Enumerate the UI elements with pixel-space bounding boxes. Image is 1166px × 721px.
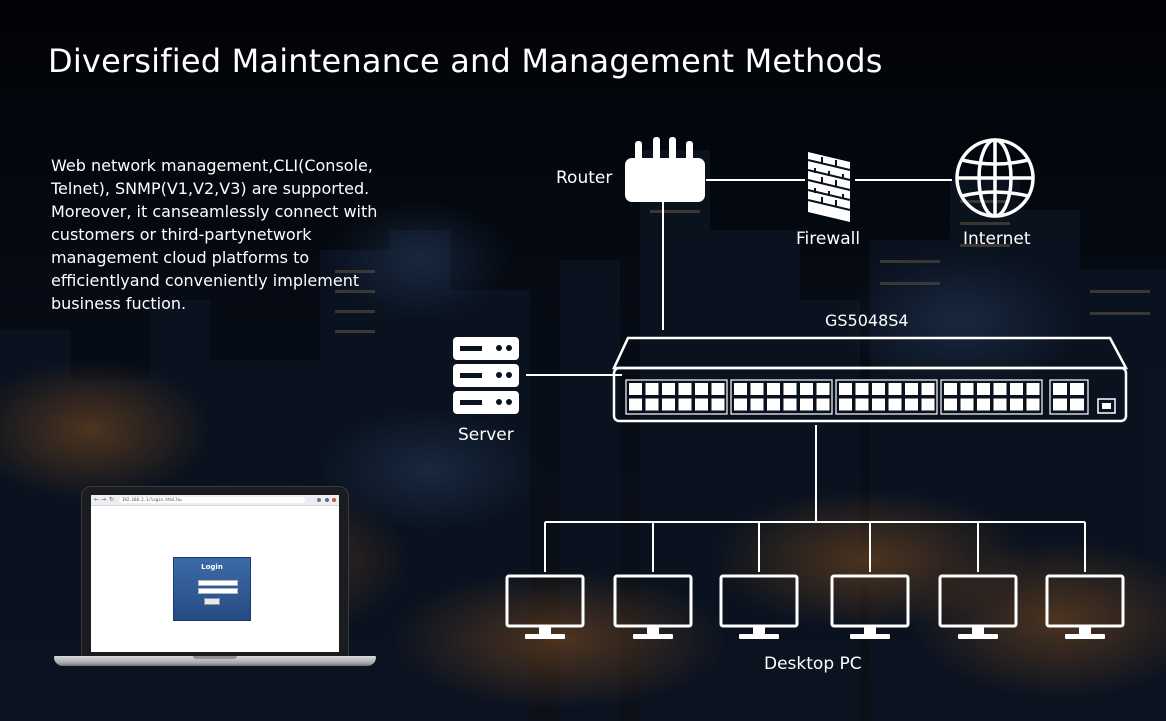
laptop-screen: ← → ↻ 192.168.2.1/login.html?a= Login [91, 495, 339, 652]
rj45-port [678, 383, 692, 395]
description-text: Web network management,CLI(Console, Teln… [51, 156, 378, 313]
rj45-port [662, 383, 675, 395]
desktop-pc-icon [719, 574, 799, 639]
rj45-port [734, 398, 747, 411]
rj45-port [1026, 383, 1040, 395]
rj45-port [977, 383, 990, 395]
rj45-port [855, 383, 869, 395]
console-port [1097, 398, 1116, 414]
rj45-port [734, 383, 747, 395]
router-icon [625, 137, 705, 202]
login-button[interactable] [204, 598, 220, 605]
router-label: Router [556, 168, 613, 188]
rj45-port [645, 398, 659, 411]
password-field[interactable] [198, 588, 238, 594]
rj45-port [977, 398, 990, 411]
extension-icon[interactable] [325, 498, 329, 502]
rj45-port [750, 383, 764, 395]
login-title: Login [201, 563, 223, 571]
rj45-port [1010, 398, 1023, 411]
switch-icon [612, 336, 1129, 423]
reload-icon[interactable]: ↻ [109, 496, 115, 503]
sfp-port [1070, 383, 1084, 395]
laptop: ← → ↻ 192.168.2.1/login.html?a= Login [54, 486, 376, 672]
rj45-port [816, 383, 830, 395]
rj45-port [921, 398, 935, 411]
desktop-pc-label: Desktop PC [764, 654, 862, 674]
rj45-port [1010, 383, 1023, 395]
rj45-port [905, 383, 918, 395]
laptop-notch [193, 656, 237, 659]
forward-icon[interactable]: → [101, 496, 107, 503]
rj45-port [960, 398, 974, 411]
rj45-port [711, 383, 725, 395]
rj45-port [800, 398, 813, 411]
rj45-port [944, 398, 957, 411]
rj45-port [944, 383, 957, 395]
desktop-pc-icon [613, 574, 693, 639]
rj45-port [993, 383, 1007, 395]
rj45-port [888, 398, 902, 411]
switch-model-label: GS5048S4 [825, 311, 909, 330]
firewall-icon [807, 152, 851, 222]
address-bar[interactable]: 192.168.2.1/login.html?a= [119, 497, 305, 503]
rj45-port [629, 383, 642, 395]
login-panel: Login [173, 557, 251, 621]
page-title: Diversified Maintenance and Management M… [48, 42, 883, 80]
connection-lines [526, 179, 1086, 572]
switch-ports [625, 379, 1116, 415]
username-field[interactable] [198, 580, 238, 586]
rj45-port [872, 383, 885, 395]
desktop-pc-icon [1045, 574, 1125, 639]
rj45-port [839, 398, 852, 411]
desktop-pc-icon [505, 574, 585, 639]
firewall-label: Firewall [796, 229, 861, 249]
desktop-pc-icon [938, 574, 1018, 639]
rj45-port [816, 398, 830, 411]
rj45-port [905, 398, 918, 411]
rj45-port [855, 398, 869, 411]
rj45-port [1026, 398, 1040, 411]
rj45-port [711, 398, 725, 411]
rj45-port [888, 383, 902, 395]
rj45-port [921, 383, 935, 395]
globe-icon [955, 138, 1035, 218]
sfp-port [1053, 383, 1067, 395]
rj45-port [800, 383, 813, 395]
laptop-lid: ← → ↻ 192.168.2.1/login.html?a= Login [81, 486, 349, 658]
back-icon[interactable]: ← [94, 496, 100, 503]
rj45-port [839, 383, 852, 395]
rj45-port [872, 398, 885, 411]
close-icon[interactable] [332, 498, 336, 502]
rj45-port [750, 398, 764, 411]
desktop-pc-icon [830, 574, 910, 639]
rj45-port [695, 398, 708, 411]
rj45-port [645, 383, 659, 395]
server-icon [453, 337, 519, 414]
rj45-port [629, 398, 642, 411]
internet-label: Internet [963, 229, 1031, 249]
account-icon[interactable] [317, 498, 321, 502]
laptop-base [54, 656, 376, 666]
sfp-port [1053, 398, 1067, 411]
server-label: Server [458, 425, 514, 445]
rj45-port [960, 383, 974, 395]
browser-toolbar: ← → ↻ 192.168.2.1/login.html?a= [91, 495, 339, 506]
rj45-port [695, 383, 708, 395]
sfp-port [1070, 398, 1084, 411]
rj45-port [993, 398, 1007, 411]
rj45-port [662, 398, 675, 411]
desktop-pcs [505, 574, 1125, 639]
rj45-port [678, 398, 692, 411]
rj45-port [783, 383, 797, 395]
rj45-port [767, 398, 780, 411]
rj45-port [767, 383, 780, 395]
rj45-port [783, 398, 797, 411]
